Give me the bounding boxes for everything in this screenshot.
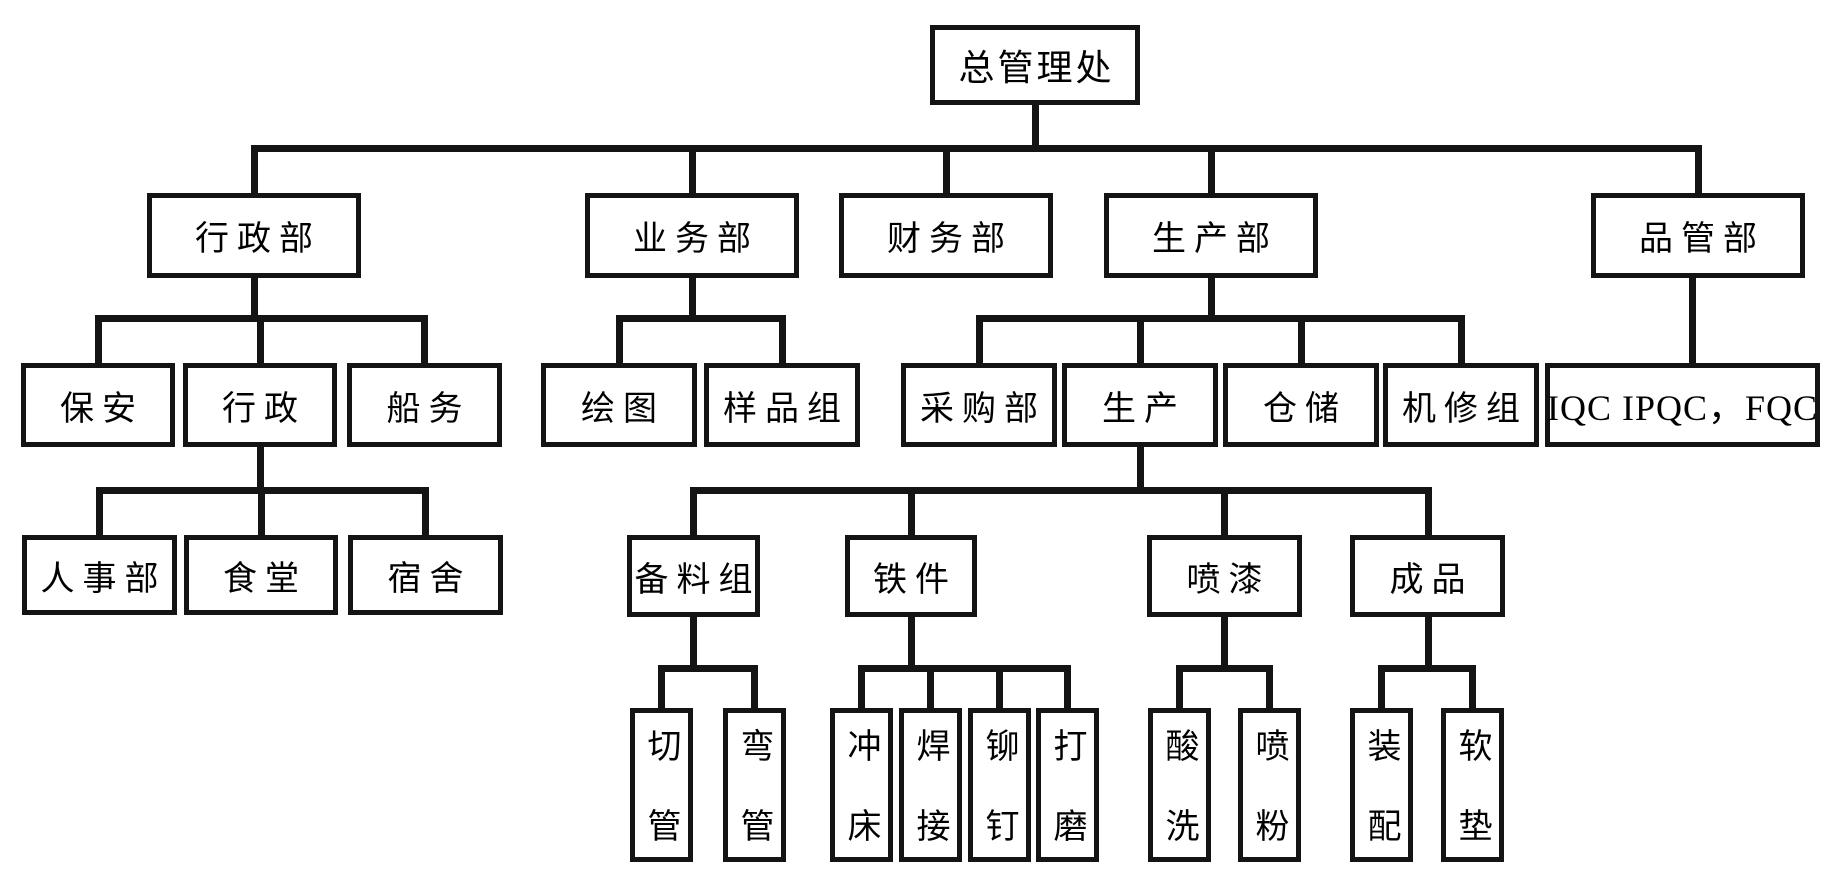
node-purchasing-dept: 采购部 bbox=[901, 363, 1057, 447]
connector-line bbox=[257, 447, 264, 494]
connector-line bbox=[908, 617, 915, 672]
node-riveting-label: 铆钉 bbox=[980, 728, 1018, 888]
connector-line bbox=[858, 665, 1070, 672]
node-machine-repair-group: 机修组 bbox=[1383, 363, 1539, 447]
node-hr-dept: 人事部 bbox=[22, 535, 177, 615]
connector-line bbox=[1378, 665, 1475, 672]
node-powder-coating-label: 喷粉 bbox=[1250, 728, 1288, 888]
connector-line bbox=[1137, 315, 1144, 363]
connector-line bbox=[95, 315, 102, 363]
connector-line bbox=[858, 665, 865, 708]
node-canteen: 食堂 bbox=[184, 535, 338, 615]
connector-line bbox=[1208, 278, 1215, 322]
node-drawing: 绘图 bbox=[541, 363, 697, 447]
node-acid-washing: 酸洗 bbox=[1148, 708, 1211, 888]
connector-line bbox=[690, 617, 697, 672]
node-shipping: 船务 bbox=[347, 363, 502, 447]
connector-line bbox=[1176, 665, 1183, 708]
connector-line bbox=[616, 315, 785, 322]
connector-line bbox=[927, 665, 934, 708]
connector-line bbox=[1208, 145, 1215, 193]
connector-line bbox=[1298, 315, 1305, 363]
node-business-dept: 业务部 bbox=[585, 193, 799, 278]
connector-line bbox=[422, 487, 429, 535]
node-production-dept: 生产部 bbox=[1104, 193, 1318, 278]
node-paint-spraying: 喷漆 bbox=[1147, 535, 1302, 617]
connector-line bbox=[251, 278, 258, 322]
node-welding: 焊接 bbox=[899, 708, 962, 888]
connector-line bbox=[943, 145, 950, 193]
node-welding-label: 焊接 bbox=[911, 728, 949, 888]
node-finished-goods: 成品 bbox=[1350, 535, 1505, 617]
connector-line bbox=[976, 315, 983, 363]
connector-line bbox=[690, 487, 1431, 494]
connector-line bbox=[1137, 447, 1144, 494]
node-acid-washing-label: 酸洗 bbox=[1160, 728, 1198, 888]
connector-line bbox=[1425, 487, 1432, 535]
connector-line bbox=[1689, 278, 1696, 363]
connector-line bbox=[658, 665, 665, 708]
connector-line bbox=[908, 487, 915, 535]
connector-line bbox=[251, 145, 258, 193]
node-dormitory: 宿舍 bbox=[348, 535, 503, 615]
connector-line bbox=[751, 665, 758, 708]
connector-line bbox=[996, 665, 1003, 708]
node-cushion: 软垫 bbox=[1441, 708, 1504, 888]
node-general-management-office: 总管理处 bbox=[930, 25, 1140, 105]
connector-line bbox=[690, 487, 697, 535]
connector-line bbox=[1176, 665, 1272, 672]
node-iron-parts: 铁件 bbox=[845, 535, 977, 617]
connector-line bbox=[1458, 315, 1465, 363]
node-quality-dept: 品管部 bbox=[1591, 193, 1805, 278]
node-cushion-label: 软垫 bbox=[1453, 728, 1491, 888]
node-grinding: 打磨 bbox=[1036, 708, 1099, 888]
connector-line bbox=[1221, 487, 1228, 535]
node-assembly: 装配 bbox=[1350, 708, 1413, 888]
node-iqc-ipqc-fqc: IQC IPQC，FQC bbox=[1545, 363, 1820, 447]
node-warehouse: 仓储 bbox=[1223, 363, 1379, 447]
node-administration: 行政 bbox=[183, 363, 337, 447]
connector-line bbox=[689, 145, 696, 193]
node-grinding-label: 打磨 bbox=[1048, 728, 1086, 888]
connector-line bbox=[257, 315, 264, 363]
connector-line bbox=[1425, 617, 1432, 672]
node-riveting: 铆钉 bbox=[968, 708, 1031, 888]
connector-line bbox=[421, 315, 428, 363]
node-finance-dept: 财务部 bbox=[839, 193, 1053, 278]
connector-line bbox=[616, 315, 623, 363]
node-material-prep-group: 备料组 bbox=[627, 535, 760, 617]
node-pipe-bending-label: 弯管 bbox=[735, 728, 773, 888]
connector-line bbox=[1266, 665, 1273, 708]
node-security: 保安 bbox=[21, 363, 175, 447]
connector-line bbox=[96, 487, 103, 535]
node-pipe-bending: 弯管 bbox=[723, 708, 786, 888]
node-assembly-label: 装配 bbox=[1362, 728, 1400, 888]
connector-line bbox=[1032, 105, 1039, 152]
connector-line bbox=[1378, 665, 1385, 708]
node-powder-coating: 喷粉 bbox=[1238, 708, 1301, 888]
connector-line bbox=[1469, 665, 1476, 708]
connector-line bbox=[1221, 617, 1228, 672]
connector-line bbox=[689, 278, 696, 322]
connector-line bbox=[658, 665, 757, 672]
connector-line bbox=[976, 315, 1464, 322]
node-punching: 冲床 bbox=[830, 708, 893, 888]
node-admin-dept: 行政部 bbox=[147, 193, 361, 278]
connector-line bbox=[1064, 665, 1071, 708]
connector-line bbox=[251, 145, 1701, 152]
node-pipe-cutting: 切管 bbox=[630, 708, 693, 888]
node-production: 生产 bbox=[1062, 363, 1218, 447]
connector-line bbox=[258, 487, 265, 535]
connector-line bbox=[779, 315, 786, 363]
node-pipe-cutting-label: 切管 bbox=[642, 728, 680, 888]
node-sample-group: 样品组 bbox=[704, 363, 860, 447]
node-punching-label: 冲床 bbox=[842, 728, 880, 888]
connector-line bbox=[1695, 145, 1702, 193]
